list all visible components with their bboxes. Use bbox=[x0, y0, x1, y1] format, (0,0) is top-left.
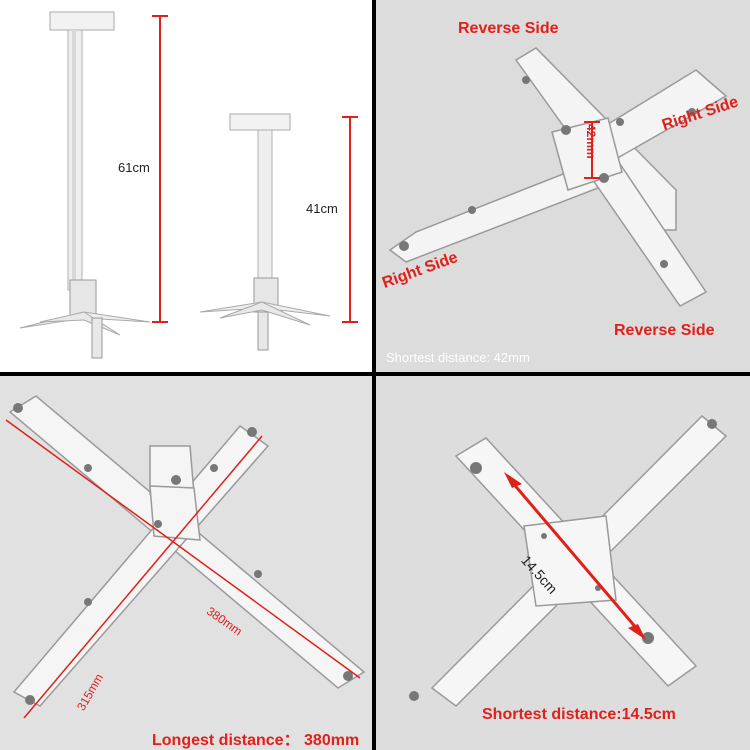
tall-height-label: 61cm bbox=[118, 160, 150, 175]
reverse-side-bottom-label: Reverse Side bbox=[614, 322, 715, 339]
panel-bracket-sides: Reverse Side Right Side Right Side Rever… bbox=[376, 0, 750, 372]
horizontal-divider bbox=[0, 372, 750, 376]
shortest-distance-caption: Shortest distance: 42mm bbox=[386, 350, 530, 365]
short-height-label: 41cm bbox=[306, 201, 338, 216]
panel-pole-heights: 61cm 41cm bbox=[0, 0, 372, 372]
reverse-side-top-label: Reverse Side bbox=[458, 20, 559, 37]
x-bracket-illustration bbox=[388, 47, 728, 307]
panel-longest-distance: 380mm 315mm Longest distance： 380mm bbox=[0, 376, 372, 750]
gap-measure-label: 42mm bbox=[584, 124, 598, 159]
pole-mounts-illustration bbox=[19, 11, 358, 359]
x-bracket-long-illustration bbox=[5, 395, 366, 719]
shortest-diagonal-caption: Shortest distance:14.5cm bbox=[482, 706, 676, 723]
panel-shortest-diagonal: 14.5cm Shortest distance:14.5cm bbox=[376, 376, 750, 750]
bracket-diagonal-illustration bbox=[409, 414, 728, 707]
longest-distance-caption: Longest distance： 380mm bbox=[152, 732, 360, 749]
